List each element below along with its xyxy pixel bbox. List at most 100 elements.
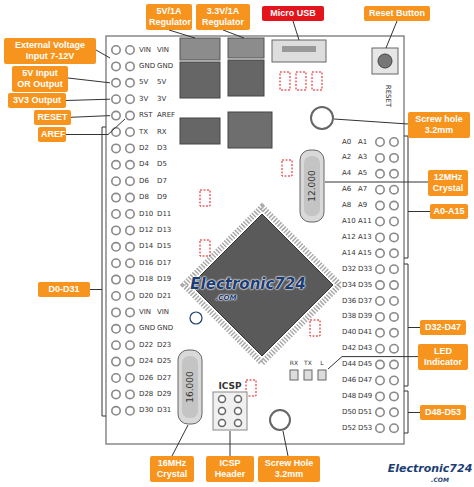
pin-label: D41 [358, 328, 372, 337]
pin-label: D2 [139, 144, 149, 153]
pin-hole [390, 154, 398, 162]
callout-text: D48-D53 [425, 407, 461, 418]
micro-usb-connector [272, 40, 326, 62]
regulator-tab [228, 38, 264, 58]
pin-hole [390, 281, 398, 289]
crystal-inner [182, 356, 198, 418]
pin-hole [390, 408, 398, 416]
pin-hole [376, 329, 384, 337]
pin-label: A10 [342, 217, 356, 226]
pin-label: GND [139, 62, 155, 71]
pin-label: A12 [342, 233, 356, 242]
pin-label: D6 [139, 177, 149, 186]
pin-label: VIN [139, 308, 151, 317]
pin-label: D44 [342, 360, 356, 369]
pin-hole [112, 46, 120, 54]
part-label: RESET [384, 85, 392, 107]
pin-label: D22 [139, 341, 153, 350]
pin-label: 5V [157, 78, 166, 87]
pin-hole [126, 62, 134, 70]
pin-hole [112, 144, 120, 152]
icsp-pins [219, 396, 242, 427]
callout-text: D32-D47 [425, 322, 461, 333]
microcontroller-chip [191, 214, 333, 356]
leader-line [325, 182, 428, 183]
callout-box: Screw hole 3.2mm [408, 112, 470, 138]
pin-label: D30 [139, 406, 153, 415]
pin-hole [376, 424, 384, 432]
pin-hole [376, 392, 384, 400]
pin-label: A13 [358, 233, 372, 242]
pin-hole [376, 249, 384, 257]
pin-hole [376, 170, 384, 178]
pin-label: A14 [342, 249, 356, 258]
icsp-pin [219, 396, 226, 403]
pin-label: A5 [358, 169, 367, 178]
callout-box: 3V3 Output [8, 93, 66, 108]
pin-label: D26 [139, 374, 153, 383]
callout-text: Screw hole 3.2mm [411, 114, 467, 136]
leader-line [68, 78, 110, 83]
pin-label: D29 [157, 390, 171, 399]
pin-label: A8 [342, 201, 351, 210]
pin-hole [390, 345, 398, 353]
pin-hole [126, 226, 134, 234]
callout-box: D0-D31 [38, 282, 90, 297]
pin-hole [126, 128, 134, 136]
pin-hole [112, 259, 120, 267]
callout-box: 5V Input OR Output [12, 66, 68, 92]
pin-hole [112, 177, 120, 185]
pin-label: D4 [139, 160, 149, 169]
bracket [404, 136, 430, 258]
pin-hole [112, 357, 120, 365]
pin-label: VIN [157, 46, 169, 55]
pin-label: D52 [342, 424, 356, 433]
pin-label: D18 [139, 275, 153, 284]
bracket [404, 391, 420, 433]
pin-label: D43 [358, 344, 372, 353]
pin-label: A9 [358, 201, 367, 210]
pin-hole [112, 161, 120, 169]
bracket [90, 127, 106, 416]
pin-label: D45 [358, 360, 372, 369]
pin-label: A2 [342, 153, 351, 162]
pin-label: GND [157, 62, 173, 71]
board-outline [106, 36, 404, 444]
watermark: Electronic724 [388, 462, 473, 475]
pin-label: A4 [342, 169, 351, 178]
watermark: .COM [431, 476, 449, 483]
pin-hole [112, 292, 120, 300]
pin-label: D16 [139, 259, 153, 268]
pin-hole [112, 79, 120, 87]
pin-hole [376, 297, 384, 305]
pin-label: VIN [139, 46, 151, 55]
pin-hole [126, 259, 134, 267]
pin-label: D3 [157, 144, 167, 153]
pin-label: D32 [342, 265, 356, 274]
pin-hole [126, 407, 134, 415]
callout-box: LED Indicator [418, 344, 468, 370]
pin-label: D9 [157, 193, 167, 202]
pin-hole [112, 325, 120, 333]
callout-box: D48-D53 [420, 405, 466, 420]
callout-box: External Voltage Input 7-12V [4, 38, 96, 64]
callout-text: 5V/1A Regulator [149, 6, 189, 28]
pin-hole [112, 193, 120, 201]
pin-hole [126, 46, 134, 54]
pin-hole [112, 275, 120, 283]
pin-label: 5V [139, 78, 148, 87]
pin-label: D25 [157, 357, 171, 366]
leader-line [96, 50, 110, 58]
part-label: L [320, 359, 323, 366]
crystal-12mhz [300, 150, 324, 222]
pin-label: D47 [358, 376, 372, 385]
callout-text: Screw Hole 3.2mm [261, 458, 317, 480]
callout-box: Screw Hole 3.2mm [258, 456, 320, 482]
part-label: 12.000 [307, 170, 318, 202]
pin-label: D42 [342, 344, 356, 353]
pin-hole [390, 376, 398, 384]
pin-hole [390, 201, 398, 209]
pin-label: D48 [342, 392, 356, 401]
pin-hole [390, 297, 398, 305]
pin-label: D46 [342, 376, 356, 385]
